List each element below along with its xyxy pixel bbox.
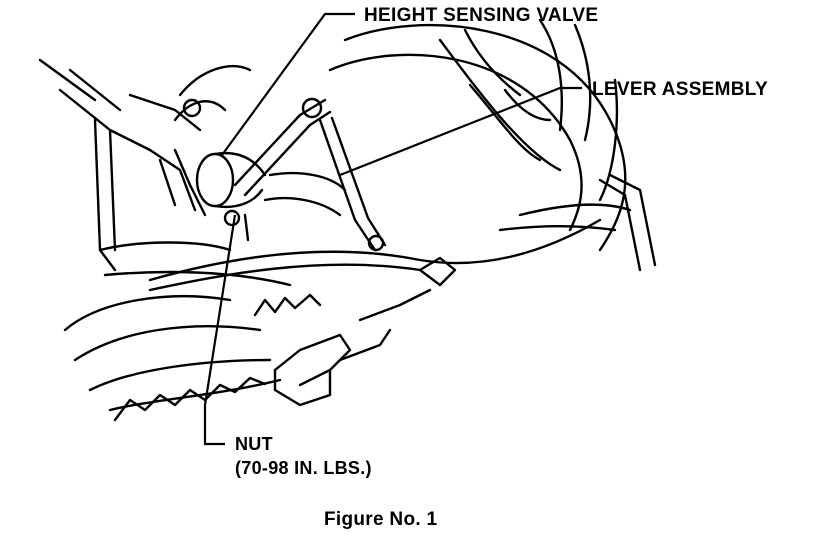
valve-body — [158, 98, 347, 242]
leader-lines — [203, 12, 582, 446]
frame-structure-left — [38, 58, 292, 287]
leader-height-sensing-valve — [221, 12, 355, 156]
axle-drum — [63, 293, 322, 422]
lever-assembly — [233, 97, 387, 252]
bracket — [273, 256, 457, 407]
air-tube — [148, 173, 657, 292]
label-nut-torque: (70-98 IN. LBS.) — [235, 458, 372, 478]
figure-caption: Figure No. 1 — [324, 509, 438, 530]
label-height-sensing-valve: HEIGHT SENSING VALVE — [364, 5, 599, 26]
leader-lever-assembly — [339, 86, 582, 177]
leader-nut — [203, 214, 237, 446]
tire — [328, 18, 627, 252]
label-lever-assembly: LEVER ASSEMBLY — [592, 79, 768, 100]
label-nut: NUT — [235, 434, 273, 454]
